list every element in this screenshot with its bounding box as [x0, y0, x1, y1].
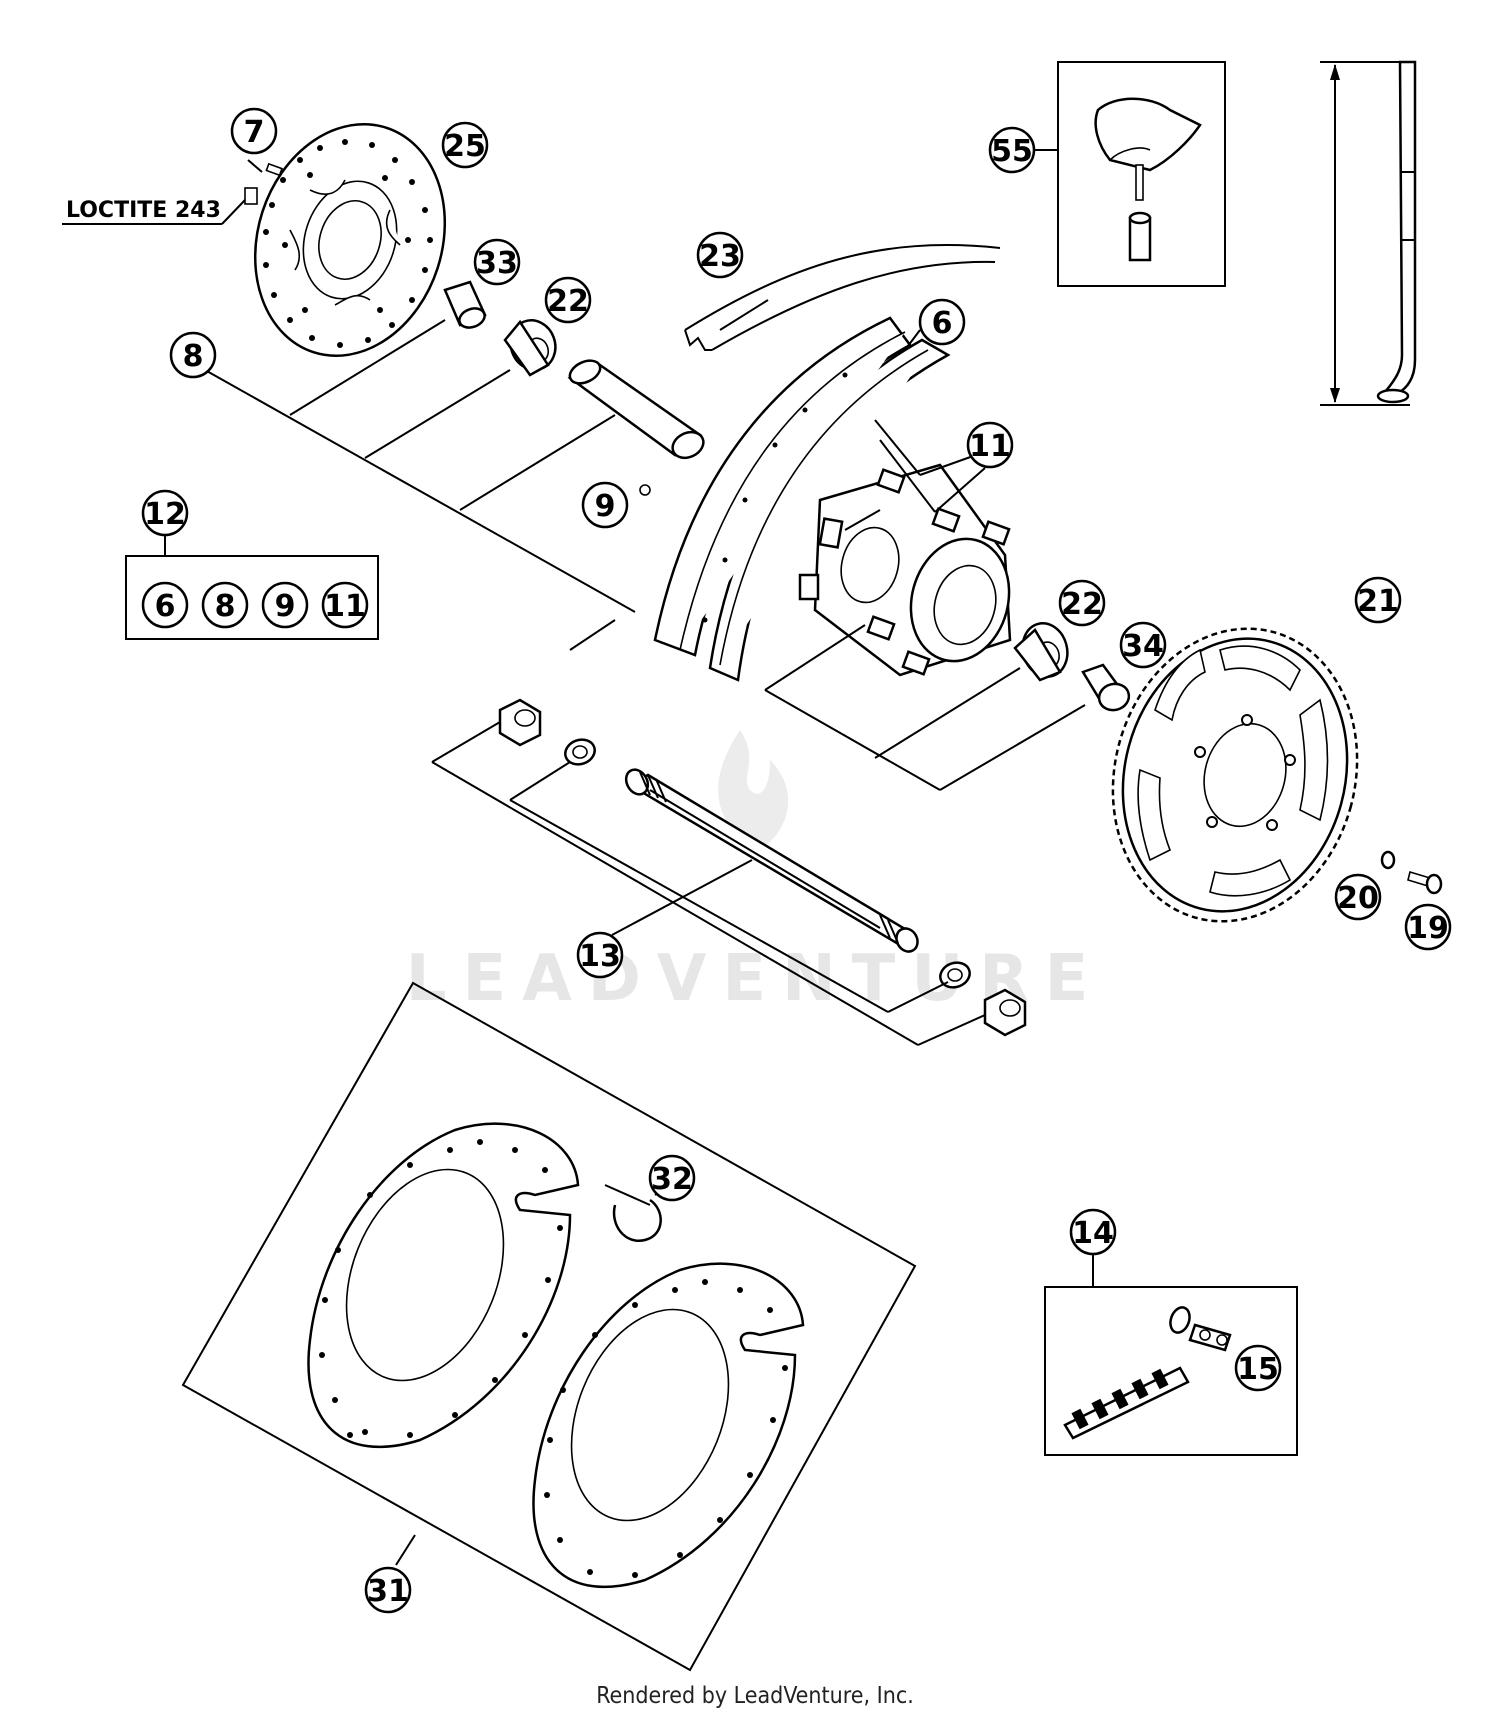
- svg-text:22: 22: [1061, 587, 1103, 622]
- callout-22-lower: 22: [1058, 579, 1106, 627]
- svg-text:6: 6: [155, 589, 176, 624]
- axle-nut-left: [498, 698, 542, 747]
- callout-34: 34: [1119, 621, 1167, 669]
- callout-25: 25: [441, 121, 489, 169]
- spoke-measurement: [1320, 60, 1417, 406]
- callout-15: 15: [1234, 1344, 1282, 1392]
- footer-credit: Rendered by LeadVenture, Inc.: [596, 1683, 914, 1709]
- callout-12-item-11: 11: [321, 581, 369, 629]
- callout-12: 12: [141, 489, 189, 537]
- svg-text:6: 6: [932, 306, 953, 341]
- explode-lines-axle-parts: [204, 319, 636, 613]
- callout-6: 6: [918, 298, 966, 346]
- svg-text:22: 22: [547, 284, 589, 319]
- callout-12-item-9: 9: [261, 581, 309, 629]
- valve-box: [1025, 61, 1226, 287]
- callout-21: 21: [1354, 576, 1402, 624]
- svg-text:14: 14: [1072, 1216, 1114, 1251]
- svg-text:9: 9: [595, 489, 616, 524]
- svg-text:25: 25: [444, 129, 486, 164]
- callout-13: 13: [576, 931, 624, 979]
- watermark-text: LEADVENTURE: [406, 942, 1105, 1016]
- svg-text:20: 20: [1337, 881, 1379, 916]
- chain-box: [1044, 1255, 1298, 1456]
- callout-7: 7: [230, 107, 278, 155]
- sprocket-washer: [1380, 850, 1396, 870]
- wheel-hub: [798, 463, 1012, 677]
- brake-disc-template-1: [307, 1122, 580, 1449]
- svg-text:9: 9: [275, 589, 296, 624]
- callouts: 7 25 33 22 8 23 6 55 11 9 12 6 8 9 11 22…: [141, 107, 1452, 1614]
- explode-lines-axle: [431, 721, 986, 1046]
- callout-20: 20: [1334, 873, 1382, 921]
- explode-lines-hub: [764, 624, 1086, 791]
- axle-washer-right: [939, 961, 971, 989]
- spacer-left: [443, 280, 487, 329]
- rear-sprocket: [1111, 627, 1359, 923]
- axle-nut-right: [983, 988, 1027, 1037]
- axle-washer-left: [564, 738, 596, 766]
- svg-text:21: 21: [1357, 584, 1399, 619]
- svg-text:7: 7: [244, 115, 265, 150]
- callout-12-item-6: 6: [141, 581, 189, 629]
- callout-8: 8: [169, 331, 217, 379]
- spoke-leader-lines: [874, 419, 991, 513]
- svg-text:15: 15: [1237, 1352, 1279, 1387]
- callout-23: 23: [696, 231, 744, 279]
- spacer-right: [1081, 663, 1131, 712]
- svg-text:12: 12: [144, 497, 186, 532]
- watermark: LEADVENTURE: [406, 730, 1105, 1016]
- svg-text:8: 8: [183, 339, 204, 374]
- bearing-left: [503, 319, 557, 377]
- callout-12-item-8: 8: [201, 581, 249, 629]
- wheel-axle: [624, 768, 919, 953]
- svg-text:8: 8: [215, 589, 236, 624]
- callout-19: 19: [1404, 903, 1452, 951]
- loctite-note-text: LOCTITE 243: [66, 198, 221, 223]
- distance-sleeve: [567, 359, 705, 460]
- disc-screw: [244, 159, 283, 205]
- svg-text:32: 32: [651, 1162, 693, 1197]
- svg-text:23: 23: [699, 239, 741, 274]
- spoke-nipple: [639, 484, 651, 496]
- callout-31: 31: [364, 1566, 412, 1614]
- callout-11: 11: [966, 421, 1014, 469]
- bearing-right: [1013, 622, 1069, 682]
- svg-text:31: 31: [367, 1574, 409, 1609]
- svg-text:34: 34: [1122, 629, 1164, 664]
- svg-text:13: 13: [579, 939, 621, 974]
- brake-disc: [253, 122, 447, 358]
- callout-14: 14: [1069, 1208, 1117, 1256]
- svg-text:11: 11: [969, 429, 1011, 464]
- sprocket-bolt: [1407, 870, 1443, 895]
- rim-tape: [684, 244, 1001, 351]
- callout-leaders: [569, 299, 921, 651]
- svg-text:19: 19: [1407, 911, 1449, 946]
- svg-text:33: 33: [476, 246, 518, 281]
- disc-set-box: [181, 981, 917, 1672]
- svg-text:11: 11: [324, 589, 366, 624]
- callout-22-upper: 22: [544, 276, 592, 324]
- callout-33: 33: [473, 238, 521, 286]
- loctite-note: LOCTITE 243: [62, 198, 246, 225]
- svg-text:55: 55: [991, 134, 1033, 169]
- callout-55: 55: [988, 126, 1036, 174]
- callout-9: 9: [581, 481, 629, 529]
- callout-32: 32: [648, 1154, 696, 1202]
- brake-disc-template-2: [532, 1262, 805, 1589]
